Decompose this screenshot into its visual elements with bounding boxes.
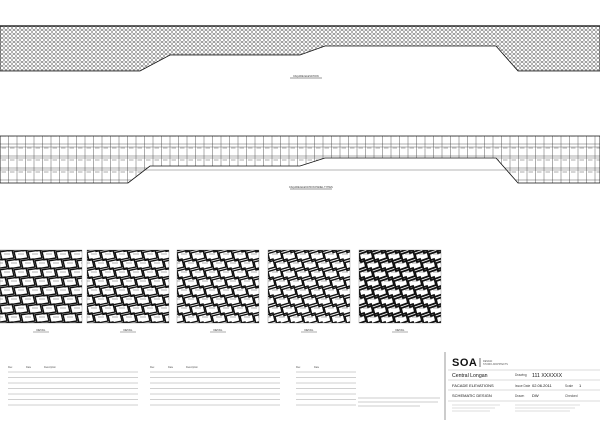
drawn-by: DW — [532, 393, 539, 398]
drawing-title: FACADE ELEVATIONS — [452, 383, 494, 388]
firm-line-1: DESIGN — [483, 360, 492, 363]
drawn-label: Drawn — [515, 394, 524, 398]
revision-header: Rev. — [150, 366, 155, 369]
top-mesh-band — [0, 25, 600, 72]
title-block: SOA DESIGN STUDIO ARCHITECTS Central Lon… — [444, 352, 600, 420]
top-elevation-caption: FAÇADE ELEVATION — [293, 74, 318, 78]
detail-caption: DETAIL — [305, 328, 314, 332]
checked-label: Checked — [565, 394, 578, 398]
middle-elevation-caption: FAÇADE ELEVATION PANEL TYPES — [289, 185, 333, 189]
revision-header: Rev. — [296, 366, 301, 369]
project-name: Central Longan — [452, 373, 488, 379]
stage: SCHEMATIC DESIGN — [452, 393, 492, 398]
detail-caption: DETAIL — [214, 328, 223, 332]
scale-value: 1 — [579, 383, 582, 388]
revision-header: Rev. — [8, 366, 13, 369]
detail-caption: DETAIL — [396, 328, 405, 332]
revision-header: Date — [26, 366, 32, 369]
detail-swatch: DETAIL — [267, 249, 351, 333]
panel-detail-swatches: DETAIL DETAIL DETAIL DETAIL DETAIL — [0, 249, 442, 333]
issue-date: 02.06.2011 — [532, 383, 552, 388]
middle-panel-band — [0, 135, 600, 184]
scale-label: Scale — [565, 384, 573, 388]
revision-table: Rev. Date Description — [8, 366, 138, 406]
revision-header: Description — [186, 366, 199, 369]
revision-header: Date — [314, 366, 320, 369]
detail-swatch: DETAIL — [176, 249, 260, 333]
detail-swatch: DETAIL — [86, 249, 170, 333]
drawing-number-label: Drawing — [515, 373, 527, 377]
detail-caption: DETAIL — [124, 328, 133, 332]
revision-table: Rev. Date — [296, 366, 356, 406]
firm-logo: SOA — [452, 357, 477, 369]
detail-swatch: DETAIL — [0, 249, 83, 333]
detail-caption: DETAIL — [37, 328, 46, 332]
revision-header: Date — [168, 366, 174, 369]
middle-facade-elevation: FAÇADE ELEVATION PANEL TYPES — [0, 135, 600, 190]
general-notes — [358, 397, 440, 407]
revision-header: Description — [44, 366, 57, 369]
detail-swatch: DETAIL — [358, 249, 442, 333]
firm-line-2: STUDIO ARCHITECTS — [483, 363, 508, 366]
issue-date-label: Issue Date — [515, 384, 530, 388]
revision-table: Rev. Date Description — [150, 366, 280, 406]
drawing-number: 111 XXXXXX — [532, 373, 563, 379]
top-facade-elevation: FAÇADE ELEVATION — [0, 25, 600, 79]
